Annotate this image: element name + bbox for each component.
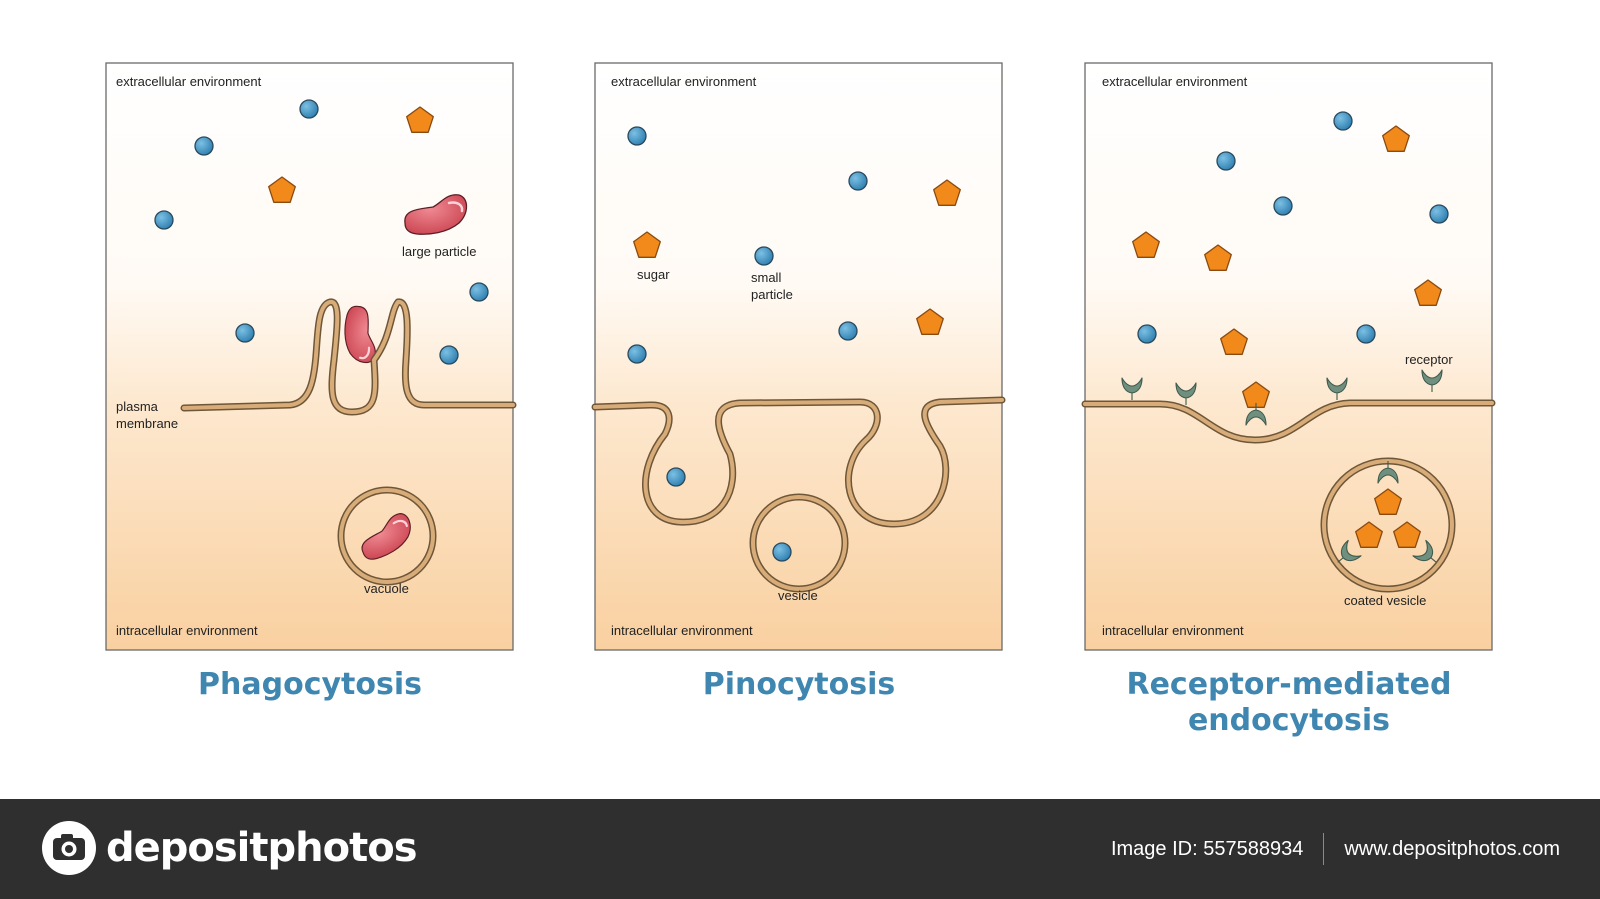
intracellular-label: intracellular environment <box>1102 623 1244 638</box>
small-particle <box>235 323 255 343</box>
plasma-label: plasma <box>116 399 159 414</box>
small-particle <box>299 99 319 119</box>
vesicle-label: vesicle <box>778 588 818 603</box>
title-phagocytosis: Phagocytosis <box>198 667 422 702</box>
divider <box>1323 833 1325 865</box>
title-pinocytosis: Pinocytosis <box>703 667 896 702</box>
small-particle <box>1216 151 1236 171</box>
small-particle <box>627 344 647 364</box>
website-link[interactable]: www.depositphotos.com <box>1344 837 1560 860</box>
small-particle <box>1333 111 1353 131</box>
small-particle <box>1137 324 1157 344</box>
small-label: small <box>751 270 781 285</box>
membrane-label: membrane <box>116 416 178 431</box>
vesicle <box>751 495 847 591</box>
sugar-label: sugar <box>637 267 670 282</box>
brand-logo[interactable]: depositphotos <box>40 819 418 877</box>
intracellular-label: intracellular environment <box>116 623 258 638</box>
large-particle-label: large particle <box>402 244 476 259</box>
receptor-label: receptor <box>1405 352 1453 367</box>
vacuole <box>339 488 435 584</box>
particle-label: particle <box>751 287 793 302</box>
small-particle <box>469 282 489 302</box>
small-particle <box>772 542 792 562</box>
small-particle <box>1429 204 1449 224</box>
small-particle <box>154 210 174 230</box>
intracellular-label: intracellular environment <box>611 623 753 638</box>
panel-receptor-mediated: extracellular environment intracellular … <box>1081 62 1496 651</box>
title-receptor-mediated-line2: endocytosis <box>1188 703 1390 738</box>
small-particle <box>754 246 774 266</box>
camera-icon <box>42 821 96 875</box>
vacuole-label: vacuole <box>364 581 409 596</box>
image-id: Image ID: 557588934 <box>1110 837 1304 860</box>
small-particle <box>194 136 214 156</box>
watermark-footer: depositphotos Image ID: 557588934 www.de… <box>0 799 1600 899</box>
extracellular-label: extracellular environment <box>116 74 262 89</box>
brand-name: depositphotos <box>106 825 418 871</box>
extracellular-label: extracellular environment <box>611 74 757 89</box>
small-particle <box>627 126 647 146</box>
small-particle <box>838 321 858 341</box>
title-receptor-mediated-line1: Receptor-mediated <box>1126 667 1451 702</box>
panel-pinocytosis: extracellular environment intracellular … <box>591 62 1006 651</box>
panel-phagocytosis: extracellular environment intracellular … <box>105 62 517 651</box>
endocytosis-diagram: extracellular environment intracellular … <box>105 62 1496 738</box>
small-particle <box>666 467 686 487</box>
small-particle <box>1273 196 1293 216</box>
extracellular-label: extracellular environment <box>1102 74 1248 89</box>
small-particle <box>1356 324 1376 344</box>
small-particle <box>848 171 868 191</box>
small-particle <box>439 345 459 365</box>
coated-vesicle-label: coated vesicle <box>1344 593 1426 608</box>
